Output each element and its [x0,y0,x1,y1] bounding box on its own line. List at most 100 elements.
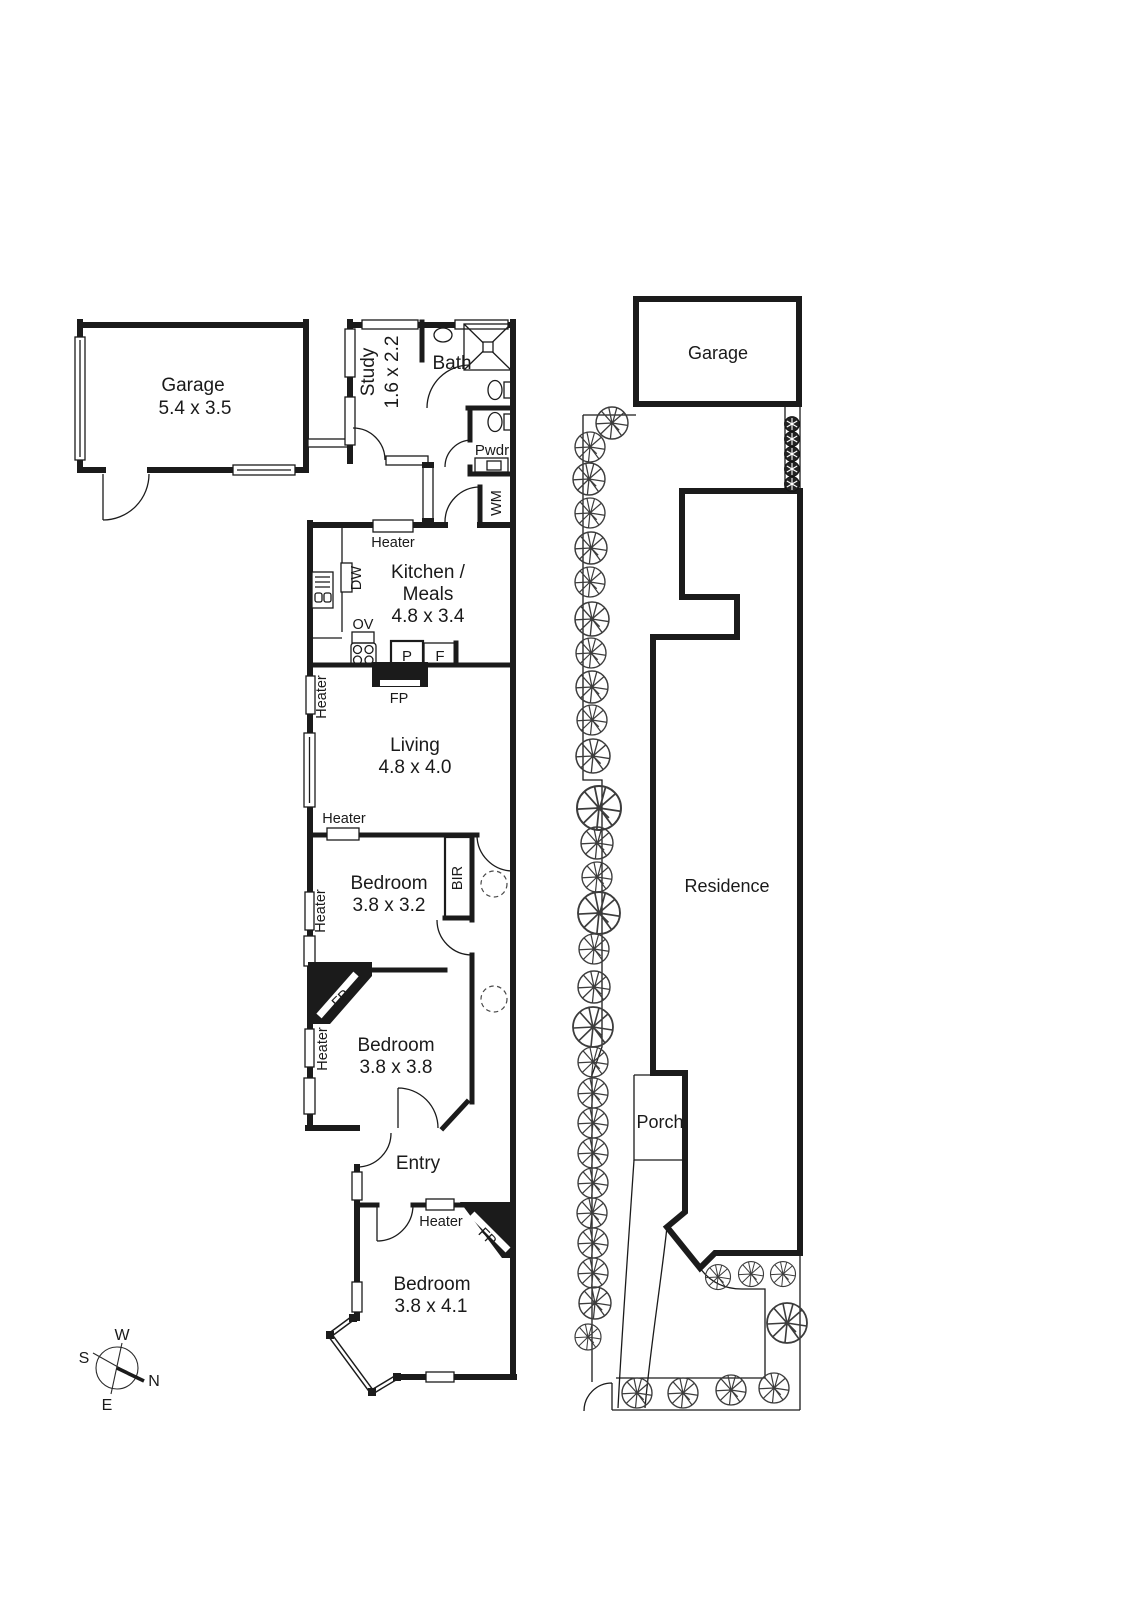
basin [433,327,453,343]
tree-icon [576,704,608,736]
tree-icon [578,1286,612,1320]
oven-unit [351,631,375,644]
room-living: Heater Living 4.8 x 4.0 Heater [303,675,514,872]
tree-icon [580,826,614,860]
kitchen-dims: 4.8 x 3.4 [392,606,465,627]
shrubs [783,415,801,493]
window [351,1281,363,1313]
shrub-icon [783,475,801,493]
ceiling-light [480,870,508,898]
tree-icon [572,462,606,496]
window [344,328,356,378]
compass-n: N [148,1373,160,1390]
tree-icon [621,1377,653,1409]
tree-icon [578,933,610,965]
tree-icon [575,670,609,704]
tree-icon [576,890,622,936]
tree-icon [577,970,611,1004]
tree-icon [581,861,613,893]
entry-label: Entry [396,1153,441,1174]
garden-path [617,1159,635,1409]
heater-unit [326,827,360,841]
compass-circle [95,1346,139,1390]
kitchen-label-2: Meals [403,584,454,605]
tree-icon [758,1372,790,1404]
bath-door-arc [426,364,471,409]
room-entry: Entry Heater [351,1132,465,1242]
tree-icon [577,1107,609,1139]
kitchen-label-1: Kitchen / [391,562,466,583]
tree-icon [574,1323,602,1351]
window [351,1171,363,1201]
compass: W S N E [79,1327,160,1414]
tree-icon [577,1077,609,1109]
bedroom1-label: Bedroom [350,873,427,894]
tree-icon [572,1006,614,1048]
residence-label: Residence [684,876,769,896]
room-kitchen: Heater DW OV Kitchen / Meals [307,519,516,707]
tree-icon [737,1260,765,1288]
heater-unit [305,675,316,715]
pwdr-door-arc [444,439,473,468]
heater-label: Heater [314,675,330,719]
entry-side-door-arc [356,1132,392,1168]
toilet [487,411,513,433]
window [422,464,434,524]
residence-outline [650,488,803,1273]
entry-door-arc [376,1204,414,1242]
heater-label: Heater [315,1027,331,1071]
compass-north-pointer [116,1366,145,1383]
bedroom3-dims: 3.8 x 4.1 [395,1296,468,1317]
tree-icon [574,431,606,463]
vanity [474,457,509,473]
heater-unit [304,1028,315,1068]
compass-w: W [114,1327,130,1344]
room-bedroom1: Bedroom 3.8 x 3.2 BIR Heater [303,832,508,1105]
fridge-label: F [435,648,444,665]
bedroom2-dims: 3.8 x 3.8 [360,1057,433,1078]
garden-bed-outline [616,1267,766,1379]
wm-label: WM [489,490,505,516]
tree-icon [574,566,606,598]
site-plan: Garage Residence Porch [572,296,808,1412]
sink [311,571,334,609]
fireplace-kitchen: FP [372,662,428,707]
porch-label: Porch [636,1112,683,1132]
room-bedroom3: Bedroom 3.8 x 4.1 [326,1274,471,1396]
tree-icon [715,1374,747,1406]
heater-label: Heater [419,1214,463,1230]
fireplace-corner-2: FP [460,1202,516,1258]
toilet [487,379,513,401]
bedroom1-door-arc [436,919,473,956]
floor-plan: Garage 5.4 x 3.5 [74,319,517,1396]
heater-label: Heater [322,811,366,827]
gate-arc [583,1382,613,1412]
tree-icon [577,1257,609,1289]
window [425,1371,455,1383]
garage-door-arc [102,473,150,521]
study-door-arc [352,427,386,461]
tree-icon [575,784,623,832]
shrub-icon [783,445,801,463]
fireplace-corner-1: FP [308,962,372,1024]
shrub-icon [783,460,801,478]
compass-e: E [102,1397,113,1414]
hall-door-arc [476,834,514,872]
room-study-bath: Study 1.6 x 2.2 Bath Pwdr WM [344,319,516,526]
window [385,455,429,466]
compass-s: S [79,1350,90,1367]
tree-icon [704,1263,732,1291]
bedroom3-label: Bedroom [393,1274,470,1295]
tree-icon [575,738,611,774]
window [303,935,316,967]
study-dims: 1.6 x 2.2 [382,336,403,409]
heater-unit [372,519,414,533]
porch-outline [633,1074,685,1161]
tree-icon [766,1302,808,1344]
window [361,319,419,330]
pantry-label: P [402,648,412,665]
bay-window [326,1314,401,1396]
room-garage: Garage 5.4 x 3.5 [74,319,351,521]
